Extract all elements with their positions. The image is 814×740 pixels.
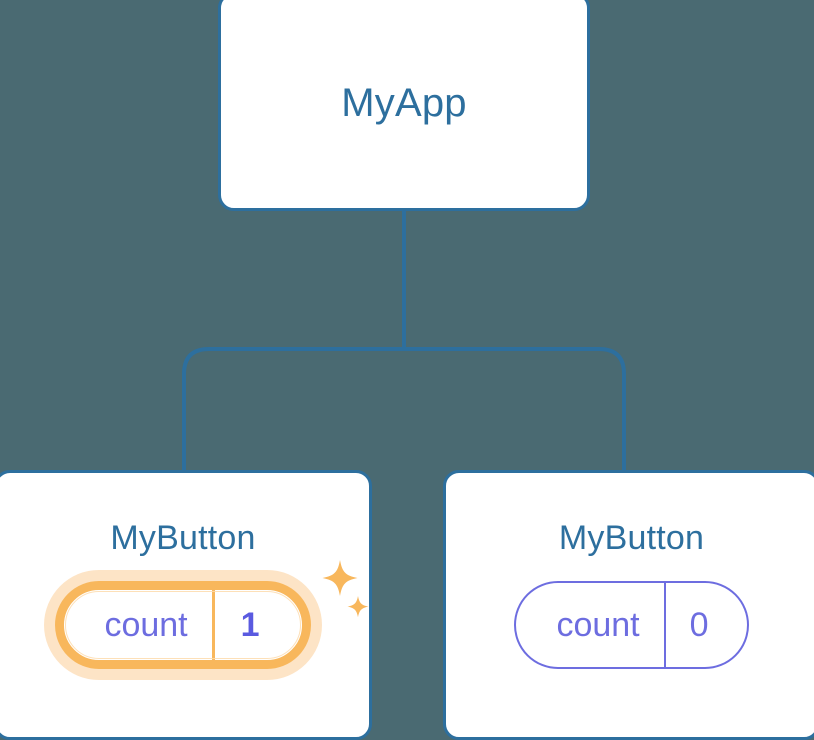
- state-value: 0: [689, 606, 709, 644]
- tree-node-myapp[interactable]: MyApp: [218, 0, 590, 211]
- state-pill-container: count 1: [0, 581, 369, 669]
- state-pill-updated[interactable]: count 1: [55, 581, 311, 669]
- tree-node-mybutton-1[interactable]: MyButton count 0: [443, 470, 814, 740]
- node-title: MyButton: [558, 519, 705, 557]
- state-pill-container: count 0: [446, 581, 814, 669]
- connector-branch-bar: [182, 347, 626, 474]
- node-title: MyApp: [341, 81, 467, 125]
- state-pill-divider: [663, 583, 666, 667]
- node-title: MyButton: [110, 519, 256, 557]
- state-key: count: [556, 606, 640, 644]
- tree-node-mybutton-0[interactable]: MyButton count 1: [0, 470, 372, 740]
- state-key: count: [104, 606, 188, 644]
- state-pill-divider: [211, 590, 215, 660]
- state-value: 1: [240, 606, 260, 644]
- state-pill-idle[interactable]: count 0: [514, 581, 749, 669]
